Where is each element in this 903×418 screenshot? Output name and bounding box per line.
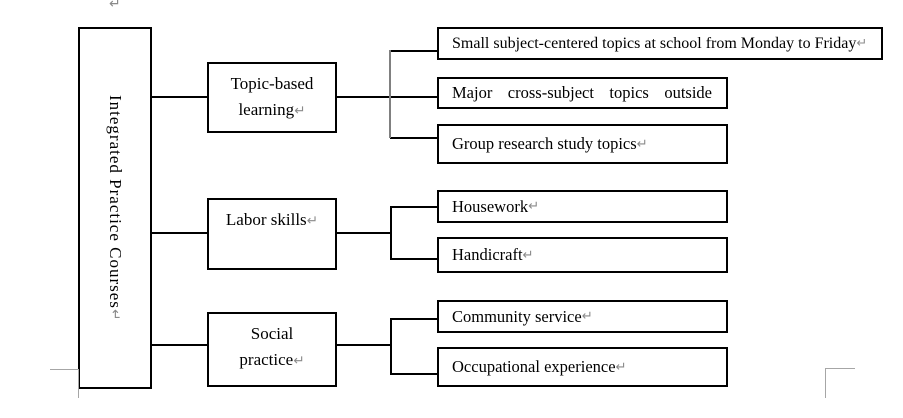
paragraph-return-mark-icon: ↵ bbox=[109, 0, 121, 12]
branch-label-text: Social practice bbox=[239, 324, 294, 369]
connector-social-bracket-vertical bbox=[390, 318, 392, 374]
return-mark-icon: ↵ bbox=[581, 309, 593, 324]
branch-box-labor-skills[interactable]: Labor skills↵ bbox=[207, 198, 337, 270]
canvas-corner-mark-bottom-left-h bbox=[50, 369, 79, 370]
connector-labor-branch-1 bbox=[390, 206, 437, 208]
leaf-box-major-cross-subject-topics[interactable]: Major cross-subject topics outside bbox=[437, 77, 728, 109]
connector-social-branch-2 bbox=[390, 373, 437, 375]
connector-topic-branch-1 bbox=[390, 50, 437, 52]
connector-labor-branch-2 bbox=[390, 258, 437, 260]
branch-label: Topic-based learning↵ bbox=[223, 64, 321, 124]
connector-social-branch-1 bbox=[390, 318, 437, 320]
root-box-integrated-practice-courses[interactable]: Integrated Practice Courses↵ bbox=[78, 27, 152, 389]
leaf-box-small-subject-centered-topics[interactable]: Small subject-centered topics at school … bbox=[437, 27, 883, 60]
return-mark-icon: ↵ bbox=[528, 199, 540, 214]
connector-labor-main bbox=[337, 232, 391, 234]
branch-box-topic-based-learning[interactable]: Topic-based learning↵ bbox=[207, 62, 337, 133]
connector-root-labor bbox=[152, 232, 207, 234]
return-mark-icon: ↵ bbox=[293, 353, 305, 369]
connector-root-topic bbox=[152, 96, 207, 98]
leaf-label-text: Occupational experience bbox=[452, 357, 616, 376]
branch-label-text: Topic-based learning bbox=[230, 74, 314, 119]
connector-social-main bbox=[337, 344, 391, 346]
return-mark-icon: ↵ bbox=[107, 308, 123, 322]
return-mark-icon: ↵ bbox=[306, 213, 319, 229]
connector-labor-bracket-vertical bbox=[390, 206, 392, 259]
return-mark-icon: ↵ bbox=[522, 247, 534, 263]
branch-label-text: Labor skills bbox=[225, 210, 307, 229]
return-mark-icon: ↵ bbox=[294, 103, 306, 119]
branch-label: Social practice↵ bbox=[223, 314, 321, 374]
connector-topic-bracket-vertical bbox=[389, 50, 391, 138]
leaf-label-text: Community service bbox=[452, 306, 582, 326]
leaf-label-text: Small subject-centered topics at school … bbox=[452, 34, 857, 52]
connector-topic-main bbox=[337, 96, 437, 98]
return-mark-icon: ↵ bbox=[615, 359, 627, 375]
canvas-corner-mark-bottom-right-v bbox=[825, 368, 826, 398]
leaf-box-housework[interactable]: Housework↵ bbox=[437, 190, 728, 223]
leaf-box-community-service[interactable]: Community service↵ bbox=[437, 300, 728, 333]
branch-box-social-practice[interactable]: Social practice↵ bbox=[207, 312, 337, 387]
root-label-text: Integrated Practice Courses bbox=[106, 94, 125, 309]
root-label: Integrated Practice Courses↵ bbox=[105, 95, 125, 321]
leaf-label-text: Group research study topics bbox=[452, 134, 637, 153]
leaf-label-text: Housework bbox=[452, 196, 529, 216]
leaf-box-handicraft[interactable]: Handicraft↵ bbox=[437, 237, 728, 273]
leaf-box-occupational-experience[interactable]: Occupational experience↵ bbox=[437, 347, 728, 387]
canvas-corner-mark-bottom-right-h bbox=[825, 368, 855, 369]
return-mark-icon: ↵ bbox=[636, 136, 648, 152]
connector-root-social bbox=[152, 344, 207, 346]
canvas-corner-mark-bottom-left-v bbox=[78, 369, 79, 398]
branch-label: Labor skills↵ bbox=[223, 200, 321, 234]
leaf-label-text: Handicraft bbox=[452, 245, 523, 264]
leaf-box-group-research-study-topics[interactable]: Group research study topics↵ bbox=[437, 124, 728, 164]
leaf-label-text: Major cross-subject topics outside bbox=[452, 83, 712, 102]
connector-topic-branch-3 bbox=[390, 137, 437, 139]
return-mark-icon: ↵ bbox=[856, 36, 868, 51]
